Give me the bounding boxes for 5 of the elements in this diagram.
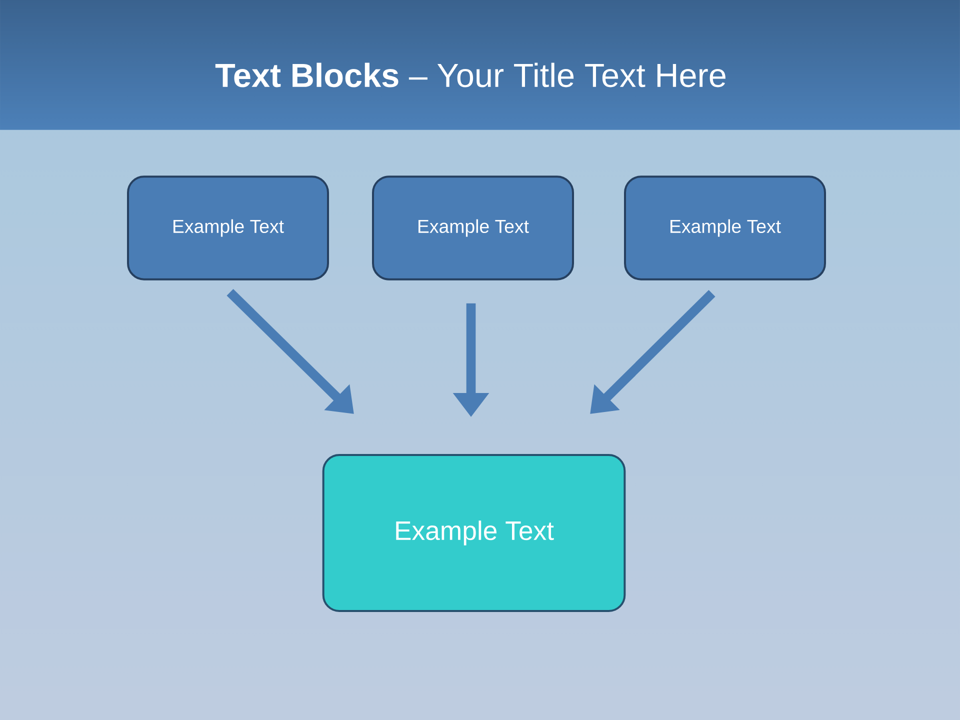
title: Text Blocks – Your Title Text Here — [215, 62, 726, 88]
text-box: Example Text — [127, 176, 329, 280]
text-box: Example Text — [372, 176, 574, 280]
text-box: Example Text — [624, 176, 826, 280]
highlight-box: Example Text — [322, 454, 626, 612]
